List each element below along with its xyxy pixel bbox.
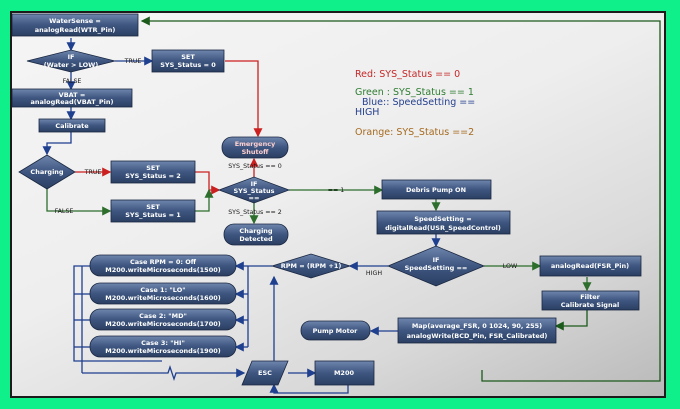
charging-detected-text-1: Charging <box>239 227 272 235</box>
m200-text: M200 <box>334 369 355 377</box>
connector-sys2-to-ifsys <box>195 171 221 195</box>
charging-detected-text-2: Detected <box>239 235 273 243</box>
if-water-text-2: (Water > LOW) <box>44 61 99 69</box>
edge-label-true-water: TRUE <box>124 58 142 65</box>
edge-label-sys-eq0: SYS_Status == 0 <box>228 163 282 170</box>
charging-diamond <box>18 154 76 190</box>
vbat-text-1: VBAT = <box>59 91 86 99</box>
case3-node <box>89 335 237 358</box>
connector-calibrate-to-charging <box>42 131 72 156</box>
debris-pump-text: Debris Pump ON <box>406 186 466 194</box>
charging-detected-node <box>223 223 289 246</box>
if-sys-text-3: == <box>249 194 260 202</box>
vbat-text-2: analogRead(VBAT_Pin) <box>31 98 114 106</box>
connector-m200-feedback <box>269 383 349 394</box>
rpm-text: RPM = (RPM +1) <box>281 262 342 270</box>
edge-label-false-charging: FALSE <box>55 208 74 215</box>
map-text-1: Map(average_FSR, 0 1024, 90, 255) <box>412 322 542 330</box>
if-speed-diamond <box>386 245 486 287</box>
calibrate-node <box>38 118 106 133</box>
set-sys2-text-1: SET <box>146 164 160 172</box>
flowchart-canvas: WaterSense = analogRead(WTR_Pin) IF (Wat… <box>12 13 661 394</box>
pump-motor-text: Pump Motor <box>313 327 359 335</box>
loop-back-connector <box>140 16 661 382</box>
charging-text: Charging <box>30 168 63 176</box>
set-sys1-text-1: SET <box>146 203 160 211</box>
set-sys0-node <box>151 49 225 73</box>
edge-label-true-charging: TRUE <box>84 169 102 176</box>
water-sense-text-2: analogRead(WTR_Pin) <box>35 26 116 34</box>
map-text-2: analogWrite(BCD_Pin, FSR_Calibrated) <box>407 332 548 340</box>
connector-sys0-to-emergency <box>225 60 263 138</box>
if-sys-text-1: IF <box>251 180 258 188</box>
m200-node <box>314 360 375 386</box>
analog-fsr-node <box>539 255 642 277</box>
connector-sys1-to-ifsys <box>195 188 214 212</box>
emergency-text-2: Shutoff <box>242 148 270 156</box>
map-node <box>397 317 557 344</box>
case2-text-2: M200.writeMicroseconds(1700) <box>105 320 220 328</box>
if-water-text-1: IF <box>68 53 75 61</box>
if-speed-text-1: IF <box>433 256 440 264</box>
case1-text-2: M200.writeMicroseconds(1600) <box>105 294 220 302</box>
if-speed-text-2: SpeedSetting == <box>405 264 468 272</box>
case1-text-1: Case 1: "LO" <box>140 286 185 294</box>
debris-pump-node <box>381 179 492 200</box>
esc-node <box>241 360 289 386</box>
if-sys-text-2: SYS_Status <box>233 187 274 195</box>
set-sys1-node <box>110 199 196 223</box>
speed-setting-text-2: digitalRead(USR_SpeedControl) <box>385 224 501 232</box>
case3-text-1: Case 3: "HI" <box>141 339 185 347</box>
legend-red: Red: SYS_Status == 0 <box>355 69 460 80</box>
case0-node <box>89 254 237 277</box>
emergency-text-1: Emergency <box>235 140 276 148</box>
filter-text-1: Filter <box>580 293 600 301</box>
calibrate-text: Calibrate <box>55 122 89 130</box>
legend-orange: Orange: SYS_Status ==2 <box>355 127 474 138</box>
diagram-frame: WaterSense = analogRead(WTR_Pin) IF (Wat… <box>10 11 666 398</box>
set-sys0-text-2: SYS_Status = 0 <box>160 61 216 69</box>
edge-label-sys-eq1: == 1 <box>328 187 345 194</box>
case0-text-2: M200.writeMicroseconds(1500) <box>105 266 220 274</box>
edge-label-low: LOW <box>503 263 518 270</box>
connector-bus-to-esc <box>82 364 246 382</box>
esc-text: ESC <box>258 369 272 377</box>
legend-green-1: Green : SYS_Status == 1 <box>355 87 474 98</box>
if-water-diamond <box>26 49 116 73</box>
edge-label-false-water: FALSE <box>63 78 82 85</box>
filter-text-2: Calibrate Signal <box>561 301 619 309</box>
connector-filter-to-map <box>554 310 588 331</box>
legend-green-2: Blue:: SpeedSetting == <box>362 97 475 108</box>
case0-text-1: Case RPM = 0: Off <box>130 258 197 266</box>
set-sys1-text-2: SYS_Status = 1 <box>125 211 181 219</box>
emergency-node <box>221 136 289 159</box>
speed-setting-text-1: SpeedSetting = <box>414 215 471 223</box>
water-sense-node <box>12 13 139 37</box>
pump-motor-node <box>300 320 371 341</box>
edge-label-high: HIGH <box>366 270 382 277</box>
vbat-node <box>12 88 133 108</box>
set-sys0-text-1: SET <box>181 53 195 61</box>
case2-node <box>89 308 237 331</box>
case1-node <box>89 282 237 305</box>
rpm-diamond <box>270 253 352 279</box>
set-sys2-node <box>110 160 196 184</box>
case3-text-2: M200.writeMicroseconds(1900) <box>105 347 220 355</box>
legend-green-3: HIGH <box>355 107 379 118</box>
connector-false-charging <box>46 184 112 216</box>
filter-node <box>541 290 640 311</box>
edge-label-sys-eq2: SYS_Status == 2 <box>228 209 282 216</box>
if-sys-diamond <box>217 176 291 204</box>
set-sys2-text-2: SYS_Status = 2 <box>125 172 181 180</box>
water-sense-text-1: WaterSense = <box>49 17 101 25</box>
case2-text-1: Case 2: "MD" <box>139 312 187 320</box>
speed-setting-node <box>376 210 511 235</box>
analog-fsr-text: analogRead(FSR_Pin) <box>551 262 629 270</box>
